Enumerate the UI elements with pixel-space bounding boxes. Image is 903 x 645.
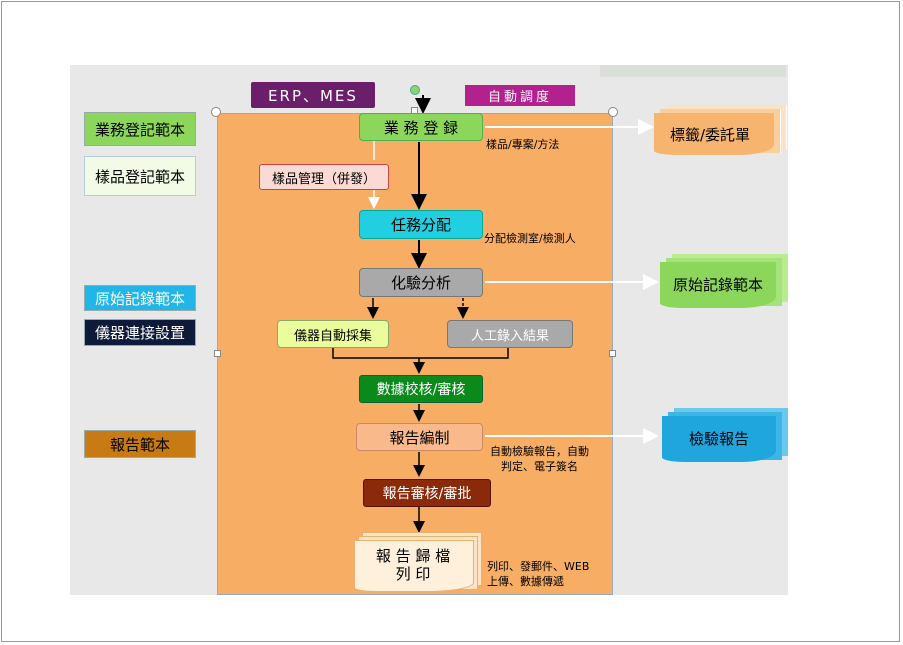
note-auto-report-2: 判定、電子簽名 <box>501 460 578 473</box>
business-template[interactable]: 業務登記範本 <box>84 112 196 146</box>
note-print-1: 列印、發郵件、WEB <box>487 560 590 573</box>
archive-label-line1: 報 告 歸 檔 <box>375 547 451 565</box>
auto-collect-box[interactable]: 儀器自動採集 <box>277 320 389 348</box>
manual-entry-box[interactable]: 人工錄入結果 <box>447 320 573 348</box>
label-order-text: 標籤/委託單 <box>669 126 751 144</box>
note-assign-lab: 分配檢測室/檢測人 <box>484 232 576 245</box>
analysis-box[interactable]: 化驗分析 <box>359 268 483 297</box>
label-order-doc[interactable]: 標籤/委託單 <box>654 105 788 157</box>
task-assign-box[interactable]: 任務分配 <box>359 210 483 239</box>
report-approve-box[interactable]: 報告審核/審批 <box>363 479 491 507</box>
erp-mes-box[interactable]: ERP、MES <box>251 82 375 108</box>
instrument-settings[interactable]: 儀器連接設置 <box>84 319 196 346</box>
archive-label-line2: 列 印 <box>395 565 431 583</box>
report-archive-doc[interactable]: 報 告 歸 檔 列 印 <box>354 532 482 592</box>
rotate-handle[interactable] <box>410 85 420 95</box>
raw-record-doc[interactable]: 原始記錄範本 <box>660 254 788 310</box>
note-sample-project-method: 樣品/專案/方法 <box>486 138 560 151</box>
flow-arrows <box>332 95 659 533</box>
inspection-report-doc[interactable]: 檢驗報告 <box>662 408 788 464</box>
selection-handle[interactable] <box>214 350 221 357</box>
selection-handle[interactable] <box>608 107 618 117</box>
business-register-box[interactable]: 業 務 登 録 <box>359 113 483 141</box>
note-print-2: 上傳、數據傳遞 <box>487 575 564 588</box>
raw-record-text: 原始記錄範本 <box>672 276 763 294</box>
decorative-strip <box>600 65 786 77</box>
sample-template[interactable]: 樣品登記範本 <box>84 156 196 196</box>
workflow-area <box>217 113 613 595</box>
sample-management-box[interactable]: 樣品管理（併發） <box>259 164 389 190</box>
selection-handle[interactable] <box>609 350 616 357</box>
data-review-box[interactable]: 數據校核/審核 <box>359 375 483 403</box>
inspection-report-text: 檢驗報告 <box>688 430 749 448</box>
note-auto-report-1: 自動檢驗報告，自動 <box>490 445 589 458</box>
selection-handle[interactable] <box>211 107 221 117</box>
raw-record-template[interactable]: 原始記錄範本 <box>84 285 196 311</box>
auto-dispatch-box[interactable]: 自動調度 <box>465 85 575 106</box>
report-compile-box[interactable]: 報告編制 <box>356 423 483 451</box>
report-template[interactable]: 報告範本 <box>84 430 196 458</box>
